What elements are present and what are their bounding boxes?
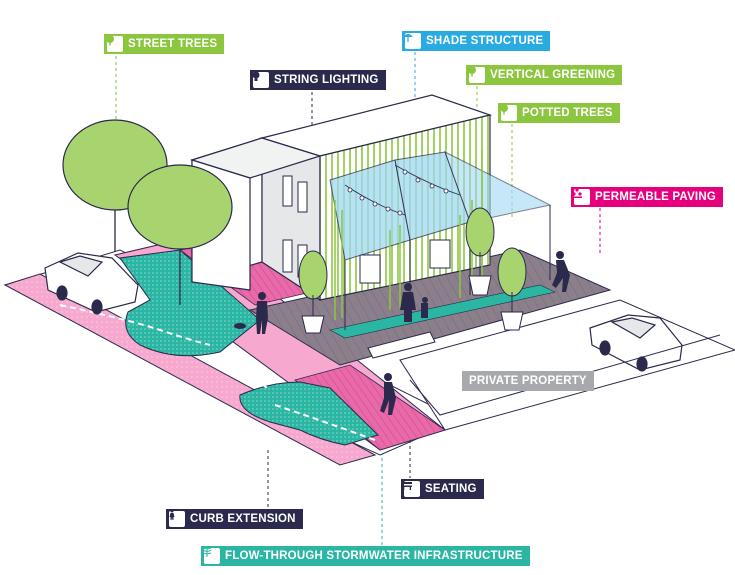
label-permeable-paving: PERMEABLE PAVING <box>571 187 723 207</box>
label-text: CURB EXTENSION <box>190 513 296 525</box>
fern-icon <box>202 547 220 564</box>
label-text: POTTED TREES <box>522 107 613 119</box>
pedestrian-icon <box>169 509 185 527</box>
label-flow-through-stormwater: FLOW-THROUGH STORMWATER INFRASTRUCTURE <box>201 546 530 566</box>
label-text: PRIVATE PROPERTY <box>469 375 587 387</box>
potted-tree-1 <box>298 250 328 334</box>
pedestrians <box>234 251 570 415</box>
drops-icon <box>572 188 590 205</box>
vertical-greening <box>334 150 483 320</box>
street-tree-2 <box>127 164 233 305</box>
planter-strip <box>329 284 556 339</box>
label-text: STRING LIGHTING <box>274 74 379 86</box>
potted-tree-3 <box>497 247 527 331</box>
bench-icon <box>402 481 420 497</box>
car-left <box>44 252 139 315</box>
umbrella-icon <box>403 33 421 49</box>
label-string-lighting: STRING LIGHTING <box>250 70 386 90</box>
tree-icon <box>468 66 485 83</box>
property-line <box>409 334 721 416</box>
bulb-icon <box>252 71 269 88</box>
potted-tree-2 <box>465 207 495 296</box>
tree-icon <box>106 35 123 52</box>
tree-icon <box>500 104 517 121</box>
bioswale-upper <box>119 249 261 357</box>
label-text: FLOW-THROUGH STORMWATER INFRASTRUCTURE <box>225 550 523 562</box>
label-seating: SEATING <box>401 479 484 499</box>
label-shade-structure: SHADE STRUCTURE <box>402 31 551 51</box>
label-curb-extension: CURB EXTENSION <box>166 509 303 529</box>
label-text: SHADE STRUCTURE <box>426 35 544 47</box>
bench <box>367 331 436 359</box>
label-street-trees: STREET TREES <box>104 34 225 54</box>
label-text: SEATING <box>425 483 477 495</box>
label-private-property: PRIVATE PROPERTY <box>462 371 594 391</box>
label-text: VERTICAL GREENING <box>490 69 616 81</box>
string-lights <box>344 164 461 216</box>
label-text: PERMEABLE PAVING <box>595 191 716 203</box>
label-potted-trees: POTTED TREES <box>498 103 620 123</box>
label-text: STREET TREES <box>128 38 218 50</box>
label-vertical-greening: VERTICAL GREENING <box>466 65 623 85</box>
